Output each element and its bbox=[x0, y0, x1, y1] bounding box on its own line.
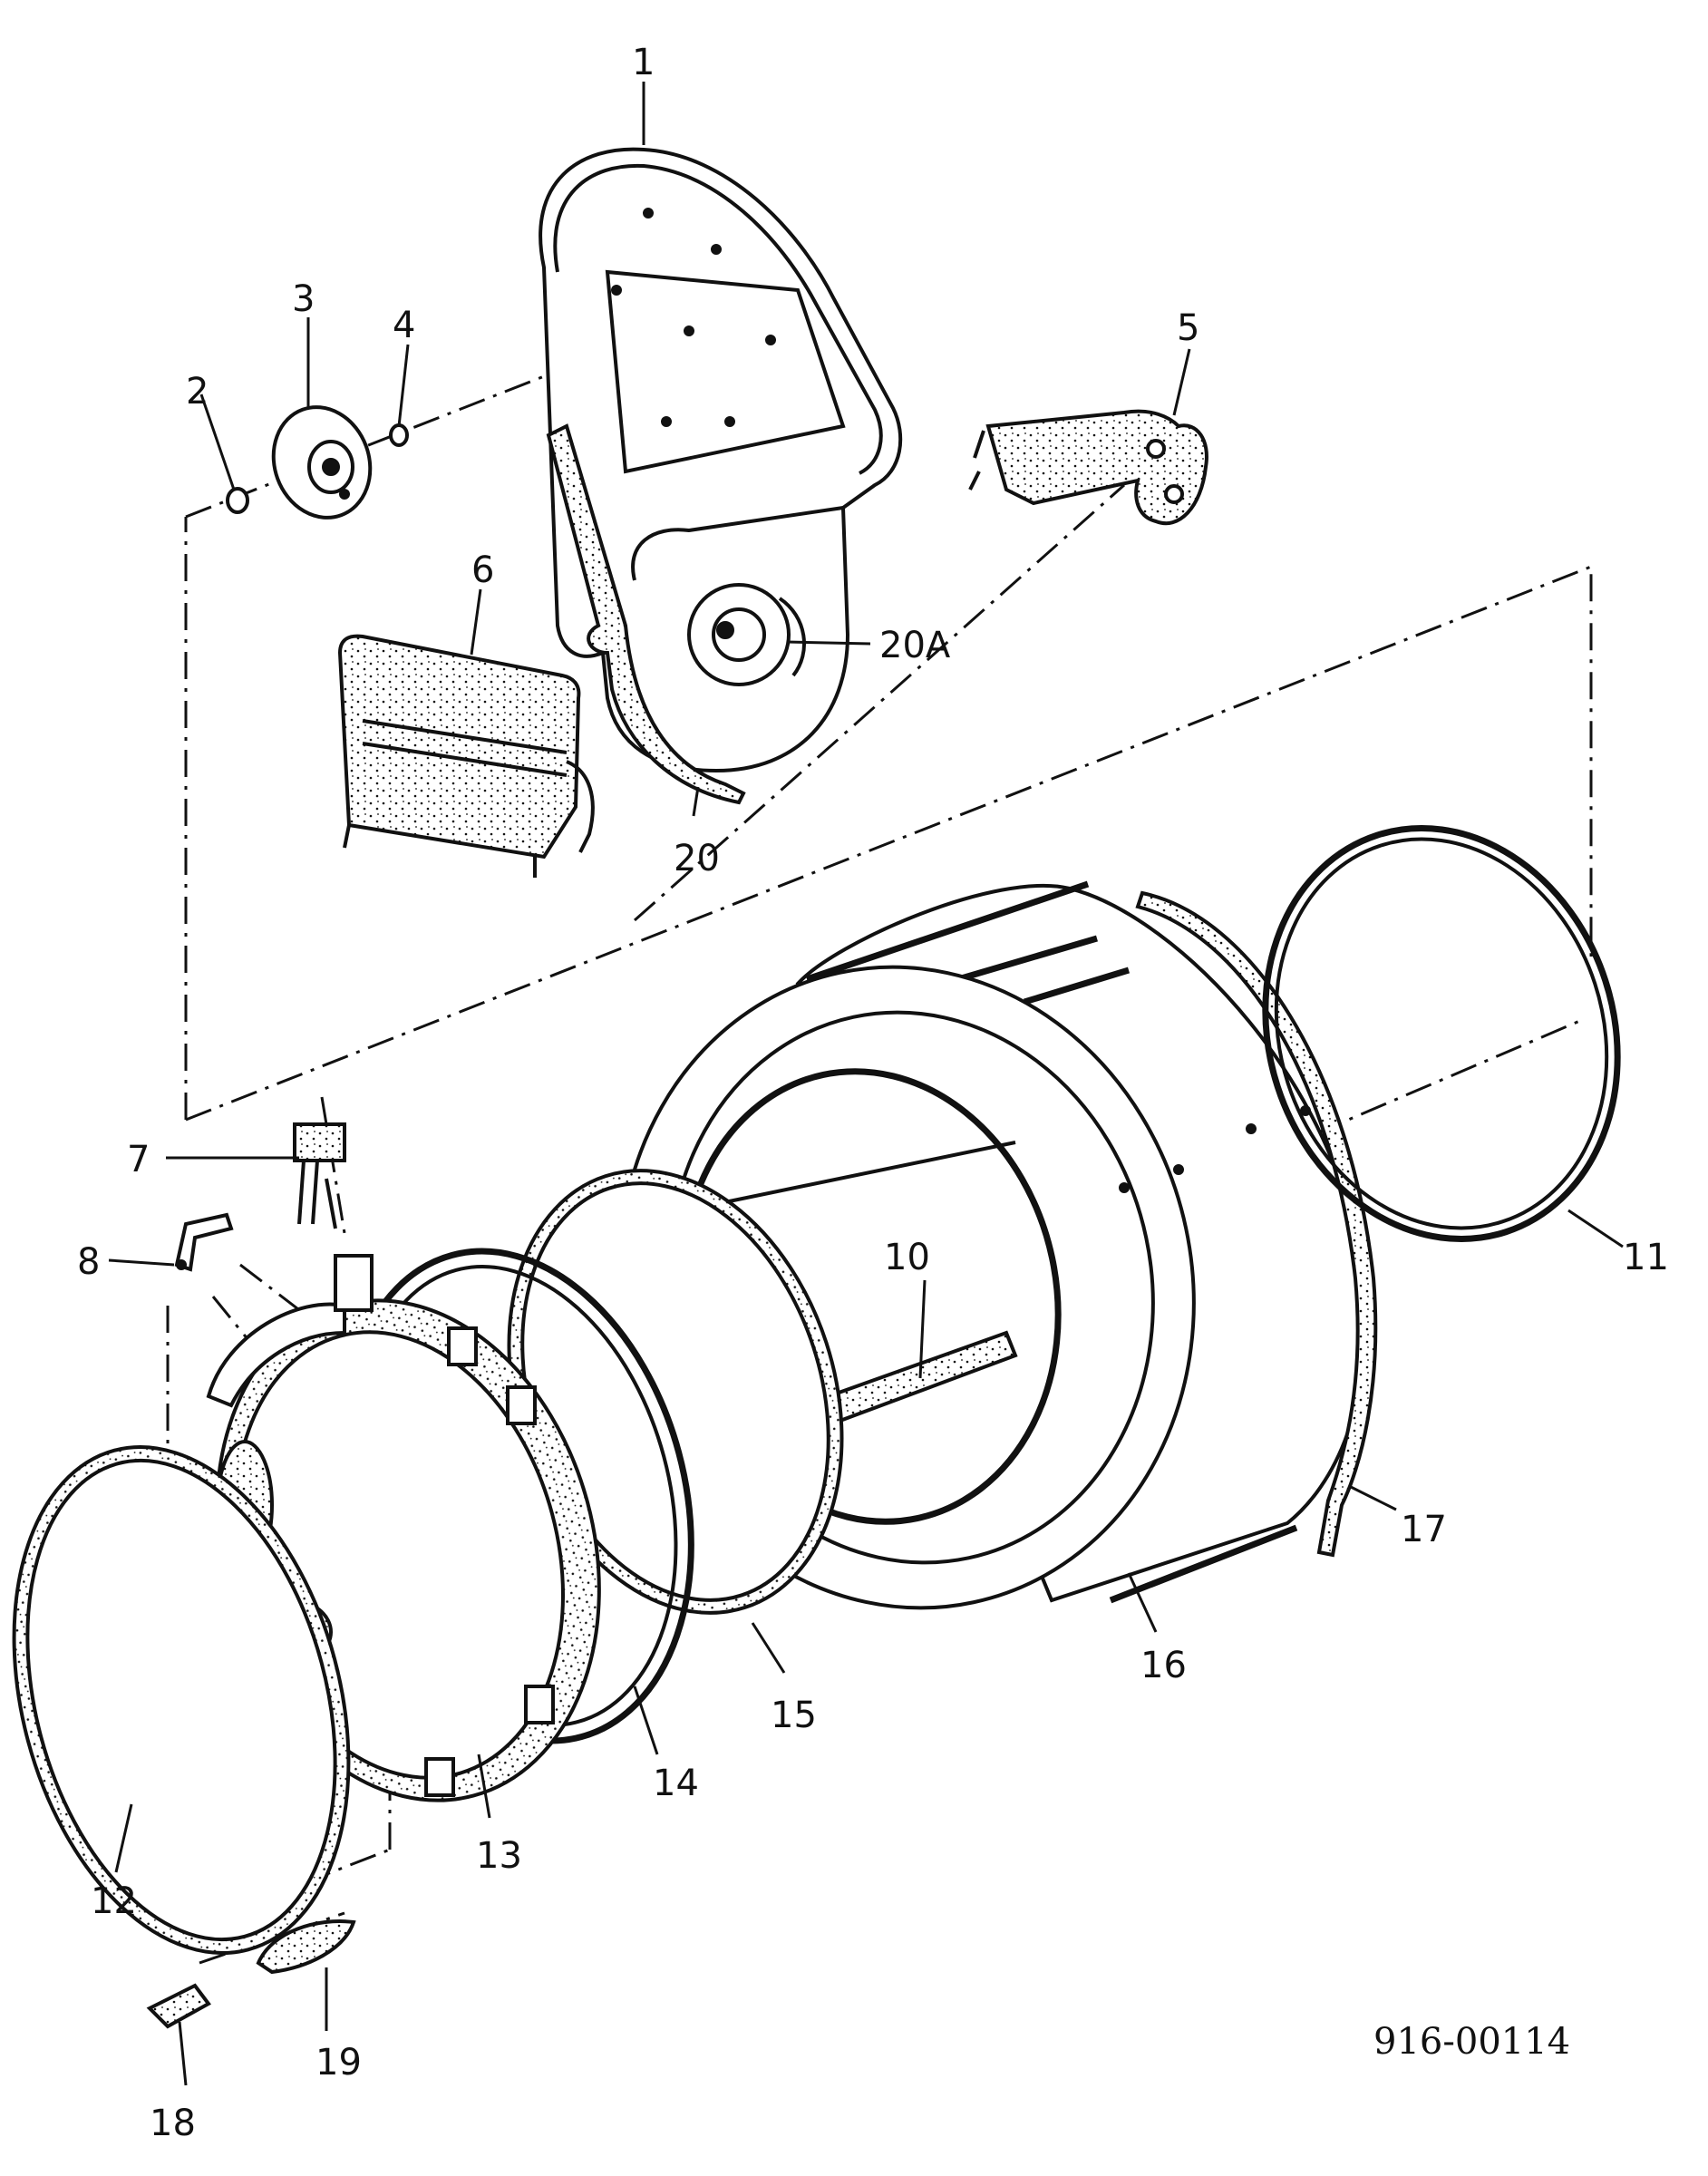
callout-labels: 1 2 3 4 5 6 20A 20 7 8 10 11 17 16 15 14… bbox=[77, 42, 1669, 2144]
part-front-gasket bbox=[12, 1445, 351, 1955]
callout-15: 15 bbox=[771, 1695, 817, 1736]
part-rear-seal-ring bbox=[1262, 825, 1621, 1242]
callout-14: 14 bbox=[653, 1763, 699, 1804]
callout-16: 16 bbox=[1140, 1645, 1187, 1686]
callout-3: 3 bbox=[292, 278, 315, 320]
part-seal-strip bbox=[546, 423, 746, 805]
drawing-number: 916-00114 bbox=[1373, 2021, 1570, 2063]
part-rear-bulkhead bbox=[539, 147, 903, 773]
part-door-switch bbox=[293, 1122, 346, 1229]
part-front-drum-seal bbox=[507, 1169, 844, 1615]
callout-12: 12 bbox=[91, 1880, 137, 1922]
part-lint-filter bbox=[337, 634, 595, 878]
callout-7: 7 bbox=[127, 1139, 150, 1180]
callout-10: 10 bbox=[884, 1237, 930, 1278]
callout-4: 4 bbox=[393, 305, 415, 346]
callout-11: 11 bbox=[1623, 1237, 1669, 1278]
part-idler-bracket bbox=[968, 409, 1208, 526]
part-door-catch bbox=[146, 1919, 356, 2029]
part-bearing-hub bbox=[271, 405, 373, 520]
part-strike-bracket bbox=[174, 1212, 234, 1272]
callout-8: 8 bbox=[77, 1241, 100, 1283]
callout-20a: 20A bbox=[879, 625, 951, 666]
callout-6: 6 bbox=[471, 549, 494, 591]
callout-17: 17 bbox=[1401, 1509, 1447, 1550]
callout-1: 1 bbox=[632, 42, 655, 83]
callout-13: 13 bbox=[476, 1835, 522, 1877]
part-drum-seal bbox=[1135, 890, 1378, 1558]
callout-5: 5 bbox=[1177, 307, 1199, 349]
leader-lines bbox=[108, 82, 1624, 2086]
callout-2: 2 bbox=[186, 371, 209, 413]
callout-18: 18 bbox=[150, 2103, 196, 2144]
callout-19: 19 bbox=[315, 2042, 362, 2084]
callout-20: 20 bbox=[674, 838, 720, 879]
